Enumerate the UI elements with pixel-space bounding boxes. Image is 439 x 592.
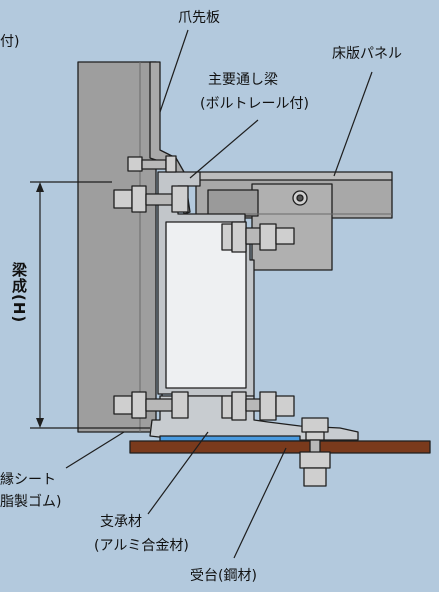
label-bearing-sub: (アルミ合金材)	[94, 538, 189, 554]
label-main-beam-sub: (ボルトレール付)	[200, 96, 309, 112]
label-sheet: 縁シート	[0, 472, 56, 488]
label-bearing: 支承材	[100, 514, 142, 530]
beam-height-dimension	[30, 181, 150, 429]
label-floor-panel: 床版パネル	[332, 46, 402, 62]
label-beam-height: 梁成(H)	[10, 262, 28, 324]
rubber-sheet	[159, 435, 301, 442]
label-left-fragment: 付)	[0, 34, 20, 50]
label-sheet-sub: 脂製ゴム)	[0, 494, 62, 510]
bolt-group	[113, 155, 331, 487]
left-girder	[77, 61, 157, 433]
leader-lines	[65, 29, 373, 559]
label-base-plate: 受台(鋼材)	[190, 568, 257, 584]
steel-base-plate	[129, 440, 431, 454]
label-claw-tip-plate: 爪先板	[178, 10, 220, 26]
label-main-beam: 主要通し梁	[208, 72, 278, 88]
